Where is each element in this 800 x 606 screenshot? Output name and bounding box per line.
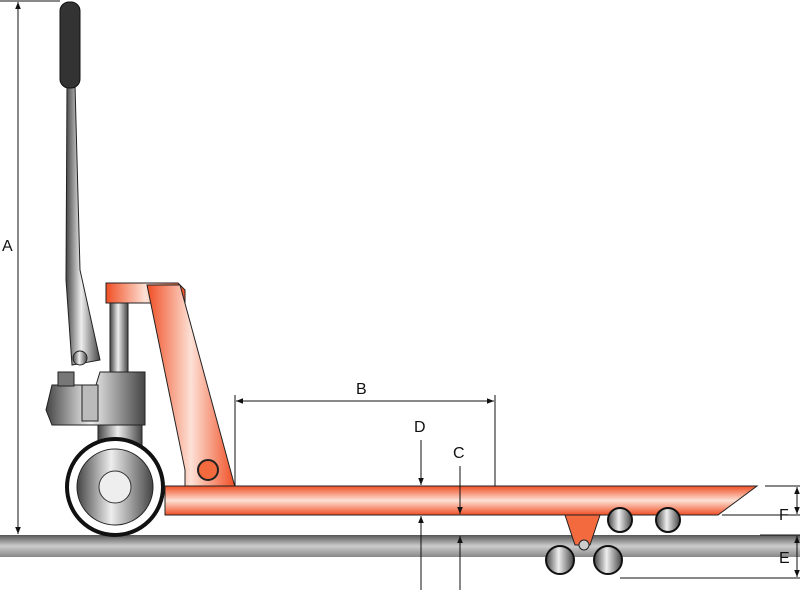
dimension-e: E xyxy=(620,534,800,579)
steer-wheel xyxy=(65,437,165,537)
load-rollers xyxy=(545,507,681,575)
dimension-b: B xyxy=(234,381,496,486)
pump-body xyxy=(45,371,146,446)
lift-frame-upright xyxy=(146,284,236,488)
fork xyxy=(164,485,759,516)
dimension-d: D xyxy=(414,419,426,590)
pivot-pin xyxy=(197,459,219,481)
floor xyxy=(0,535,800,557)
dimension-a: A xyxy=(0,0,60,534)
pump-cylinder xyxy=(109,299,129,373)
handle-grip xyxy=(59,1,81,89)
handle xyxy=(59,1,101,366)
dimension-f: F xyxy=(722,485,800,524)
label-e: E xyxy=(779,550,790,567)
label-a: A xyxy=(2,238,13,255)
label-f: F xyxy=(779,507,789,524)
dimension-c: C xyxy=(453,445,465,590)
label-b: B xyxy=(356,381,367,398)
label-c: C xyxy=(453,445,465,462)
label-d: D xyxy=(414,419,426,436)
